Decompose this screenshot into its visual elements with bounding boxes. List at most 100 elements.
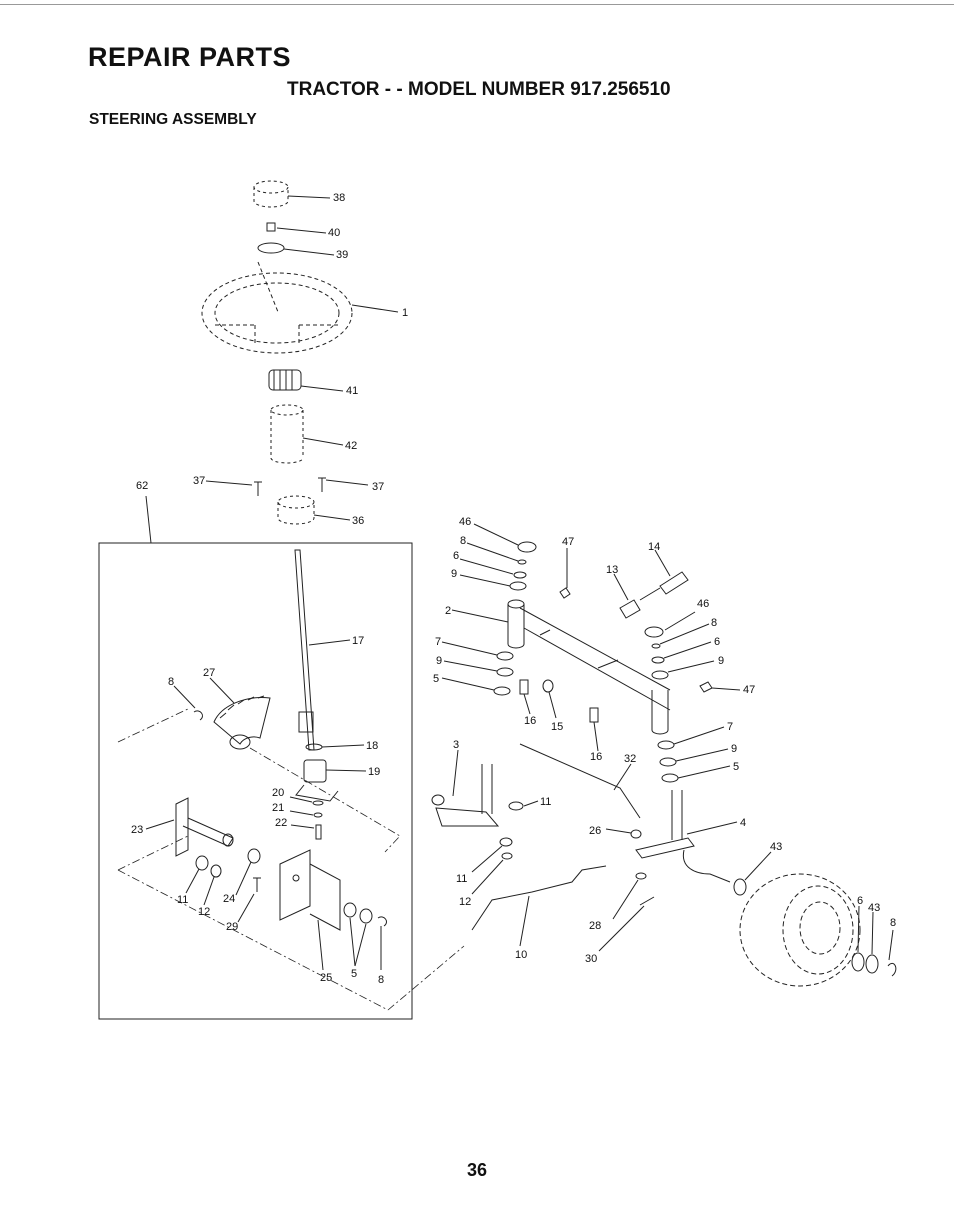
callout-26: 26 [589, 825, 601, 837]
part-37-bolt-left [254, 481, 262, 496]
part-30-bolt [639, 896, 655, 906]
part-11-washer-a [195, 855, 209, 871]
callout-18: 18 [366, 740, 378, 752]
part-24-washer [247, 848, 261, 864]
callout-24: 24 [223, 893, 235, 905]
part-21-washer [313, 812, 323, 818]
part-9-bushing-c [496, 667, 514, 677]
page-title: REPAIR PARTS [88, 42, 292, 72]
part-46-cap-a [517, 541, 537, 553]
callout-8-e: 8 [890, 917, 896, 929]
part-5-washer-a [343, 902, 357, 918]
part-42-spacer [270, 404, 304, 464]
part-47-fitting-b [699, 681, 713, 693]
part-36-bushing [277, 495, 315, 525]
callout-25: 25 [320, 972, 332, 984]
callout-9-b: 9 [718, 655, 724, 667]
callout-43-b: 43 [868, 902, 880, 914]
part-3-spindle-left [431, 764, 500, 827]
part-12-washer-a [210, 864, 222, 878]
part-4-spindle-right [635, 790, 731, 883]
callout-16-b: 16 [590, 751, 602, 763]
part-32-tie-rod [519, 743, 641, 819]
part-9-bushing-a [509, 581, 527, 591]
part-17-steering-shaft [294, 549, 315, 751]
part-20-washer [312, 800, 324, 806]
callout-16-a: 16 [524, 715, 536, 727]
part-27-sector-gear [213, 695, 271, 750]
callout-27: 27 [203, 667, 215, 679]
callout-11-b: 11 [540, 796, 551, 808]
callout-9-d: 9 [731, 743, 737, 755]
callout-5-c: 5 [733, 761, 739, 773]
callout-7-a: 7 [435, 636, 441, 648]
axle-beam [519, 607, 671, 711]
callout-32: 32 [624, 753, 636, 765]
callout-30: 30 [585, 953, 597, 965]
part-7-washer-a [496, 651, 514, 661]
callout-46-b: 46 [697, 598, 709, 610]
callout-21: 21 [272, 802, 284, 814]
part-16-pin-a [519, 679, 529, 695]
part-5-washer-b [359, 908, 373, 924]
callout-7-b: 7 [727, 721, 733, 733]
part-5-washer-d [661, 773, 679, 783]
part-8-clip-b [377, 916, 387, 927]
part-13-sleeve [619, 599, 641, 619]
part-9-bushing-b [651, 670, 669, 680]
callout-62: 62 [136, 480, 148, 492]
callout-5-a: 5 [351, 968, 357, 980]
part-37-bolt-right [318, 477, 326, 492]
callout-15: 15 [551, 721, 563, 733]
part-43-washer-b [865, 954, 879, 974]
part-8-clip-d [651, 643, 661, 649]
part-39-washer [257, 242, 285, 254]
part-12-washer-b [501, 852, 513, 860]
callout-8-a: 8 [168, 676, 174, 688]
callout-47-a: 47 [562, 536, 574, 548]
callout-37-right: 37 [372, 481, 384, 493]
callout-11-c: 11 [456, 873, 467, 885]
callout-2: 2 [445, 605, 451, 617]
callout-14: 14 [648, 541, 660, 553]
spindle-tube-right [651, 690, 669, 735]
callout-43-a: 43 [770, 841, 782, 853]
part-41-hub [268, 369, 302, 391]
part-23-pivot-shaft [175, 797, 234, 857]
part-6-washer-a [513, 571, 527, 579]
part-9-bushing-d [659, 757, 677, 767]
part-8-clip-a [193, 710, 203, 721]
part-6-washer-c [851, 952, 865, 972]
page-number: 36 [466, 1160, 488, 1180]
part-47-fitting-a [559, 587, 571, 599]
part-16-pin-b [589, 707, 599, 723]
callout-22: 22 [275, 817, 287, 829]
callout-12-a: 12 [198, 906, 210, 918]
part-8-clip-e [887, 962, 897, 977]
part-6-washer-b [651, 656, 665, 664]
callout-36: 36 [352, 515, 364, 527]
callout-6-c: 6 [857, 895, 863, 907]
callout-10: 10 [515, 949, 527, 961]
callout-6-a: 6 [453, 550, 459, 562]
callout-38: 38 [333, 192, 345, 204]
callout-28: 28 [589, 920, 601, 932]
part-62-box [98, 542, 413, 1020]
part-15-fitting [542, 679, 554, 693]
callout-8-c: 8 [460, 535, 466, 547]
callout-29: 29 [226, 921, 238, 933]
callout-9-c: 9 [436, 655, 442, 667]
section-title: STEERING ASSEMBLY [89, 111, 257, 128]
callout-8-d: 8 [711, 617, 717, 629]
callout-17: 17 [352, 635, 364, 647]
part-43-washer-a [733, 878, 747, 896]
callout-40: 40 [328, 227, 340, 239]
callout-4: 4 [740, 817, 746, 829]
part-40-nut [266, 222, 276, 232]
part-2-spindle [507, 599, 525, 649]
header-rule [0, 4, 954, 5]
callout-11-a: 11 [177, 894, 188, 906]
part-7-washer-b [657, 740, 675, 750]
callout-3: 3 [453, 739, 459, 751]
